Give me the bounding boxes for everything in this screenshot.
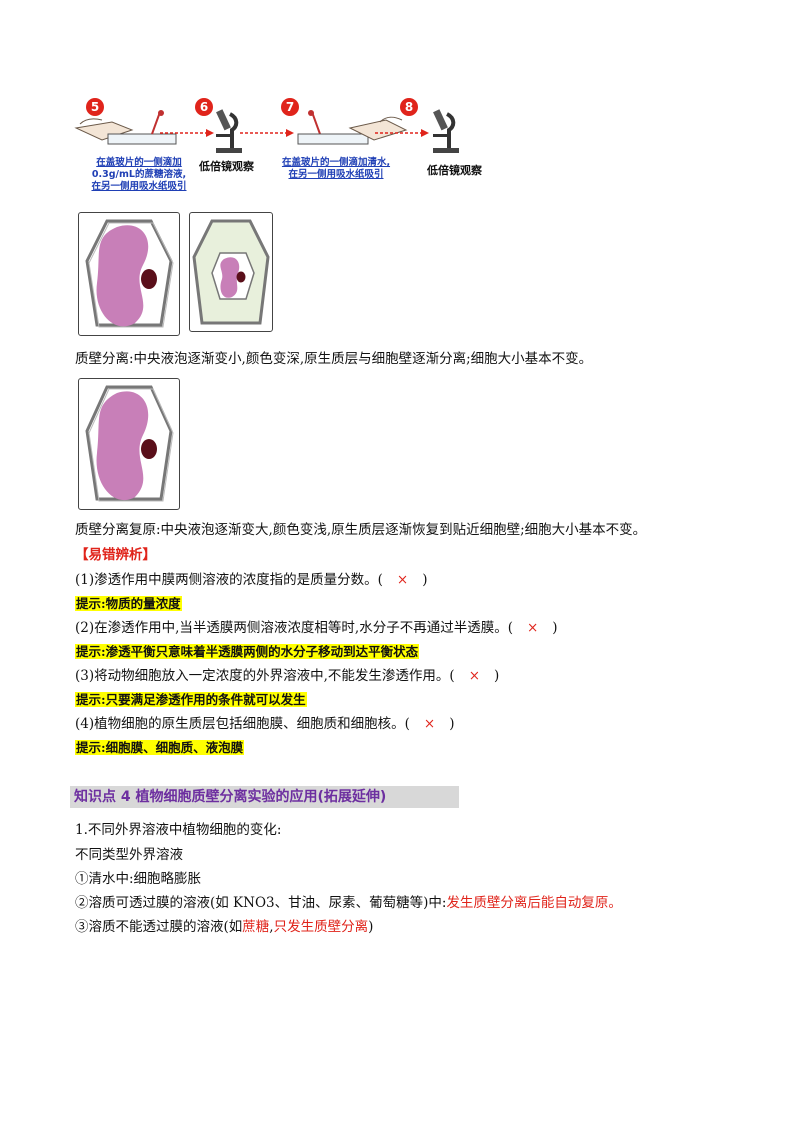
step-7-caption-1: 在盖玻片的一侧滴加清水, <box>281 157 391 168</box>
content-line-5-comma: , <box>269 919 274 935</box>
hint-2: 提示:渗透平衡只意味着半透膜两侧的水分子移动到达平衡状态 <box>75 644 420 659</box>
content-line-4-highlight: 发生质壁分离后能自动复原。 <box>446 895 622 911</box>
content-line-5-main: ③溶质不能透过膜的溶液(如 <box>75 919 243 935</box>
content-line-5-highlight: 只发生质壁分离 <box>273 919 369 935</box>
step-8-badge: 8 <box>400 98 418 116</box>
dropper-slide-illustration <box>74 110 177 145</box>
question-2-text: (2)在渗透作用中,当半透膜两侧溶液浓度相等时,水分子不再通过半透膜。( <box>75 620 513 636</box>
recovery-cell-diagram <box>78 378 180 510</box>
microscope-icon <box>433 109 459 153</box>
errors-title: 【易错辨析】 <box>75 547 156 563</box>
arrow-icon <box>160 129 214 137</box>
step-8-caption: 低倍镜观察 <box>427 164 482 177</box>
recovery-text: 质壁分离复原:中央液泡逐渐变大,颜色变浅,原生质层逐渐恢复到贴近细胞壁;细胞大小… <box>75 522 647 538</box>
question-4: (4)植物细胞的原生质层包括细胞膜、细胞质和细胞核。( ×) <box>75 714 454 734</box>
question-3: (3)将动物细胞放入一定浓度的外界溶液中,不能发生渗透作用。( ×) <box>75 666 499 686</box>
knowledge-point-heading: 知识点 4 植物细胞质壁分离实验的应用(拓展延伸) <box>70 786 459 808</box>
arrow-icon <box>240 129 294 137</box>
question-3-text: (3)将动物细胞放入一定浓度的外界溶液中,不能发生渗透作用。( <box>75 668 455 684</box>
wrong-mark-icon: × <box>468 668 480 684</box>
step-5-caption-2: 0.3g/mL的蔗糖溶液, <box>91 169 187 180</box>
question-2-end: ) <box>552 620 558 636</box>
content-line-4: ②溶质可透过膜的溶液(如 KNO3、甘油、尿素、葡萄糖等)中:发生质壁分离后能自… <box>75 893 622 913</box>
hint-4: 提示:细胞膜、细胞质、液泡膜 <box>75 740 245 755</box>
content-line-5: ③溶质不能透过膜的溶液(如蔗糖,只发生质壁分离) <box>75 917 373 937</box>
plant-cell-recovery-icon <box>85 385 174 502</box>
microscope-icon <box>216 109 242 153</box>
step-6-caption: 低倍镜观察 <box>199 160 254 173</box>
arrow-icon <box>375 129 429 137</box>
hint-1: 提示:物质的量浓度 <box>75 596 182 611</box>
content-line-3: ①清水中:细胞略膨胀 <box>75 871 202 887</box>
step-5-caption-1: 在盖玻片的一侧滴加 <box>96 157 182 168</box>
wrong-mark-icon: × <box>396 572 409 588</box>
question-1-text: (1)渗透作用中膜两侧溶液的浓度指的是质量分数。( <box>75 572 383 588</box>
content-line-4-main: ②溶质可透过膜的溶液(如 KNO3、甘油、尿素、葡萄糖等)中: <box>75 895 447 911</box>
plasmolysis-cell-diagram <box>189 212 273 332</box>
content-line-5-end: ) <box>368 919 374 935</box>
step-6-badge: 6 <box>195 98 213 116</box>
question-1: (1)渗透作用中膜两侧溶液的浓度指的是质量分数。( ×) <box>75 570 427 590</box>
dropper-slide-illustration <box>297 110 408 145</box>
question-4-text: (4)植物细胞的原生质层包括细胞膜、细胞质和细胞核。( <box>75 716 410 732</box>
question-2: (2)在渗透作用中,当半透膜两侧溶液浓度相等时,水分子不再通过半透膜。( ×) <box>75 618 558 638</box>
question-1-end: ) <box>422 572 428 588</box>
content-line-5-sucrose: 蔗糖 <box>242 919 270 935</box>
content-line-1: 1.不同外界溶液中植物细胞的变化: <box>75 822 282 838</box>
normal-cell-diagram <box>78 212 180 336</box>
plant-cell-plasmolysis-icon <box>192 219 270 325</box>
question-4-end: ) <box>449 716 455 732</box>
hint-3: 提示:只要满足渗透作用的条件就可以发生 <box>75 692 307 707</box>
question-3-end: ) <box>494 668 500 684</box>
wrong-mark-icon: × <box>423 716 436 732</box>
step-7-badge: 7 <box>281 98 299 116</box>
step-5-badge: 5 <box>86 98 104 116</box>
plant-cell-normal-icon <box>85 219 174 328</box>
plasmolysis-text: 质壁分离:中央液泡逐渐变小,颜色变深,原生质层与细胞壁逐渐分离;细胞大小基本不变… <box>75 351 593 367</box>
wrong-mark-icon: × <box>526 620 539 636</box>
step-7-caption-2: 在另一侧用吸水纸吸引 <box>288 169 384 180</box>
step-5-caption-3: 在另一侧用吸水纸吸引 <box>91 181 187 192</box>
content-line-2: 不同类型外界溶液 <box>75 847 183 863</box>
